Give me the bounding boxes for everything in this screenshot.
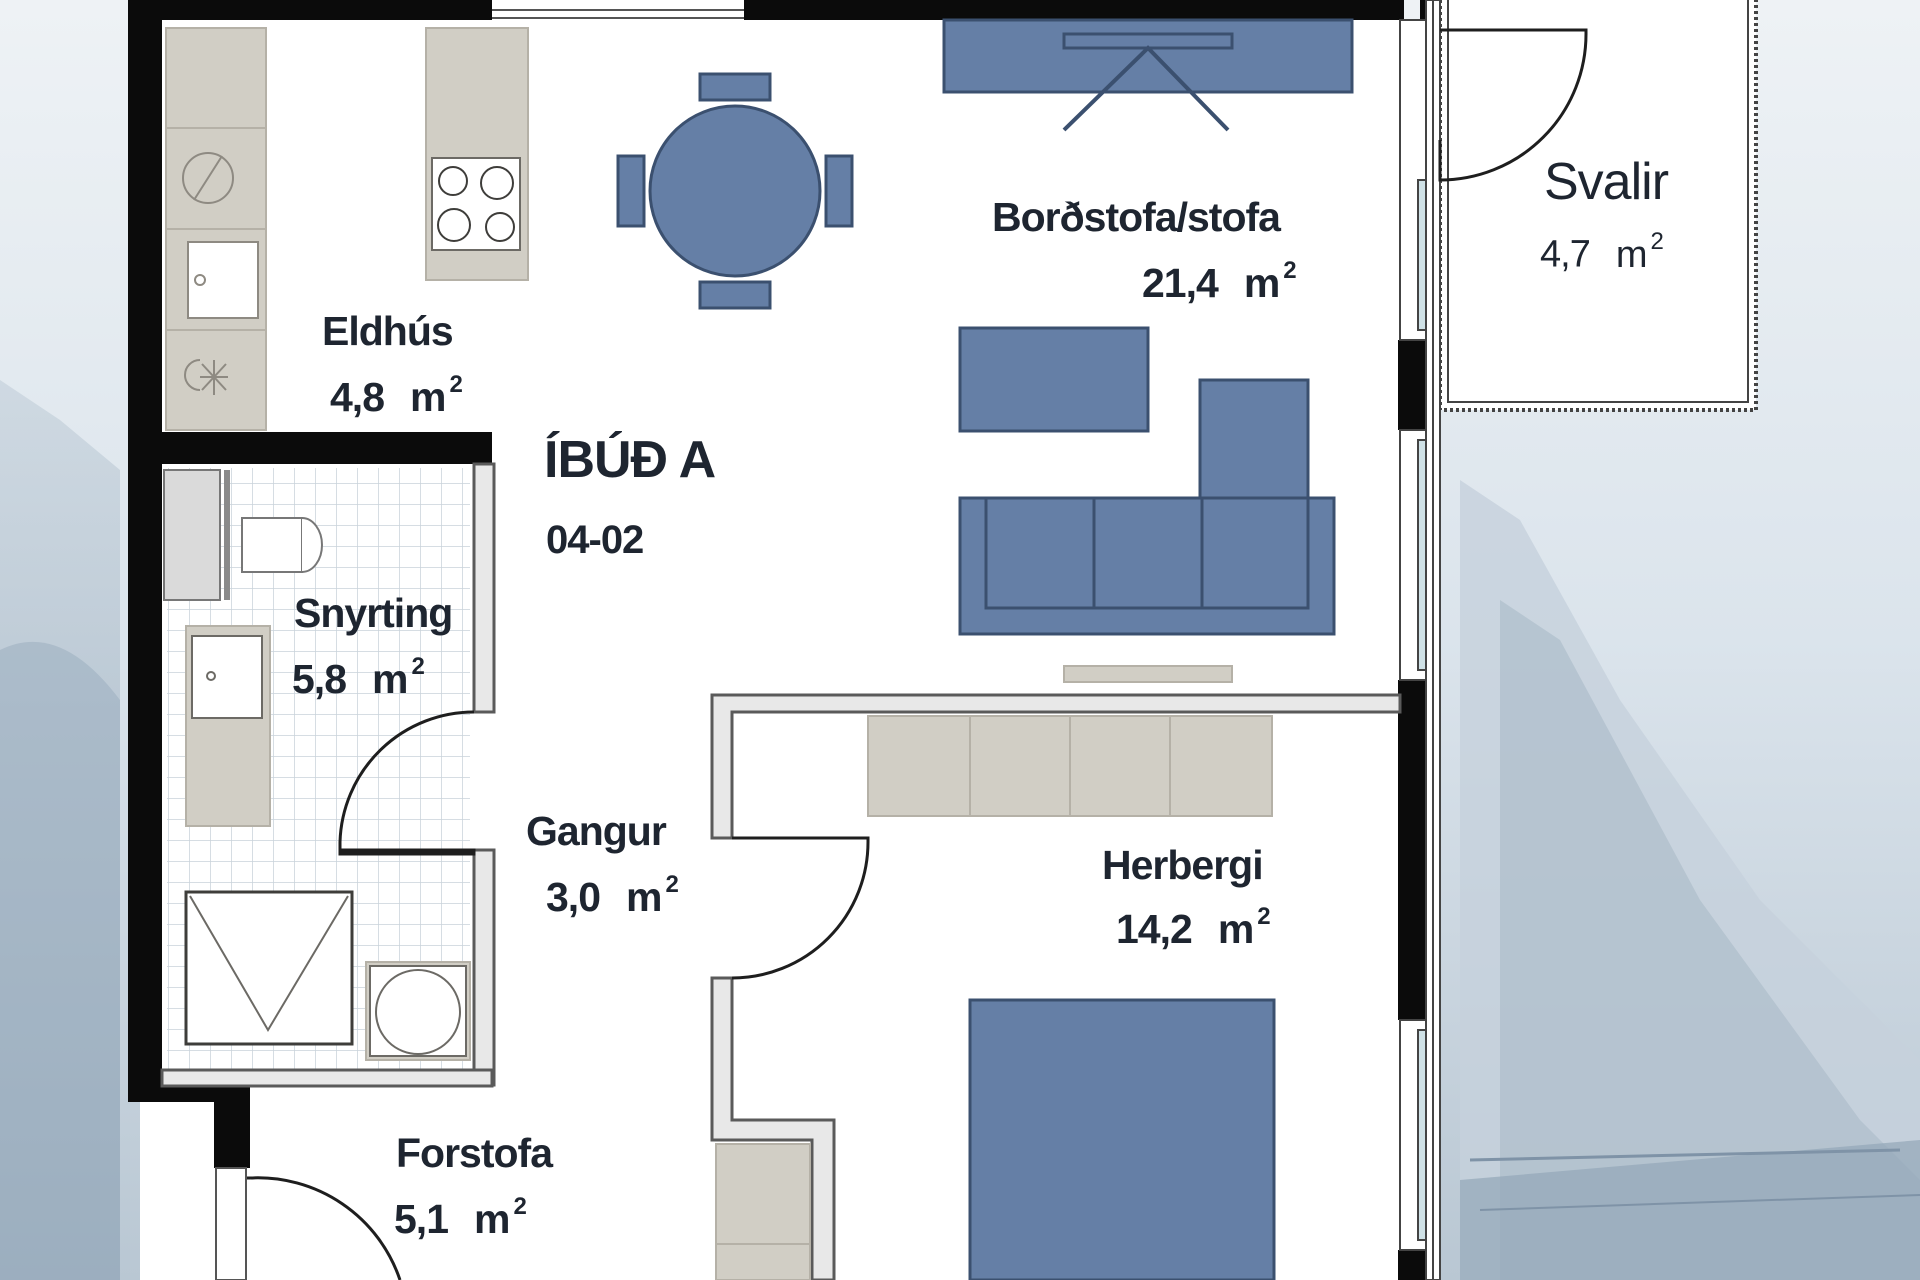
stove-icon [437, 166, 515, 242]
entrance-door-frame [215, 1167, 247, 1280]
bathroom-label: Snyrting [294, 590, 453, 636]
balcony-label: Svalir [1544, 153, 1669, 211]
kitchen-island [425, 27, 529, 281]
bathroom-fixtures [163, 469, 471, 1061]
walls [128, 0, 1426, 1280]
hallway-label: Gangur [526, 808, 667, 854]
bedroom-label: Herbergi [1102, 842, 1264, 888]
living-label: Borðstofa/stofa [992, 194, 1281, 240]
interior-walls [160, 462, 1402, 1280]
apartment-number: 04-02 [546, 518, 644, 562]
dining-set [616, 72, 854, 310]
hall-closet [715, 1143, 811, 1280]
bed [968, 998, 1276, 1280]
tv-bench-living [1063, 665, 1233, 683]
kitchen-counter-left [165, 27, 267, 431]
wardrobe [867, 715, 1273, 817]
kitchen-sink [187, 241, 259, 319]
doors [216, 28, 1588, 1280]
apartment-name: ÍBÚÐ A [544, 431, 716, 489]
tv-unit [942, 18, 1354, 132]
sofa [958, 326, 1336, 636]
fridge-symbol [182, 152, 234, 204]
entrance-label: Forstofa [396, 1130, 553, 1176]
kitchen-label: Eldhús [322, 308, 454, 355]
right-windows [1399, 0, 1441, 1280]
dishwasher-symbol [184, 359, 228, 395]
kitchen-name: Eldhús [322, 308, 454, 354]
top-window [492, 0, 744, 20]
